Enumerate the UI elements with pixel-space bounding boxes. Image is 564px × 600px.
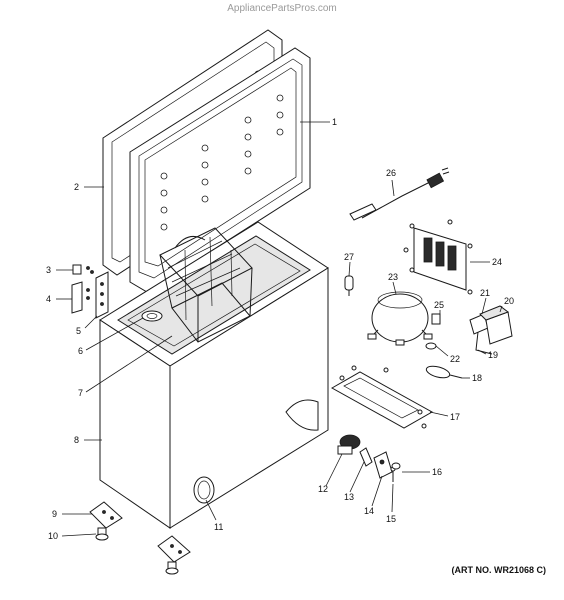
wire-basket (159, 227, 253, 343)
callout-18: 18 (472, 373, 482, 383)
compressor (367, 291, 433, 346)
light-switch (373, 451, 393, 479)
compressor-base-plate (330, 365, 434, 429)
callout-13: 13 (344, 492, 354, 502)
callout-10: 10 (48, 531, 58, 541)
fan-guard-grille (403, 219, 473, 295)
leg-bracket-bottom (157, 535, 191, 563)
hinge (95, 271, 109, 319)
lid-gasket (129, 47, 311, 293)
callout-24: 24 (492, 257, 502, 267)
hinge-bracket (71, 281, 90, 314)
thermostat (337, 434, 361, 455)
leg-bracket-left (89, 501, 123, 529)
power-cord (349, 167, 450, 221)
callout-20: 20 (504, 296, 514, 306)
thermostat-knob (141, 310, 163, 322)
callout-4: 4 (46, 294, 51, 304)
callout-23: 23 (388, 272, 398, 282)
gasket-dimple-pattern (160, 94, 284, 231)
callout-15: 15 (386, 514, 396, 524)
freezer-cabinet (99, 221, 329, 529)
callout-1: 1 (332, 117, 337, 127)
hinge-cover (72, 264, 94, 275)
mounting-grommet (431, 313, 441, 325)
callout-16: 16 (432, 467, 442, 477)
callout-12: 12 (318, 484, 328, 494)
callout-3: 3 (46, 265, 51, 275)
cabinet-vent-opening (285, 399, 319, 431)
callout-27: 27 (344, 252, 354, 262)
callout-22: 22 (450, 354, 460, 364)
callout-8: 8 (74, 435, 79, 445)
callout-17: 17 (450, 412, 460, 422)
compressor-grommet (425, 342, 437, 350)
relay-bracket (475, 331, 493, 355)
callout-6: 6 (78, 346, 83, 356)
callout-19: 19 (488, 350, 498, 360)
callout-leaders (56, 121, 503, 537)
callout-26: 26 (386, 168, 396, 178)
switch-mount (391, 462, 401, 470)
leveling-leg-bottom (165, 561, 179, 575)
callout-9: 9 (52, 509, 57, 519)
site-watermark: AppliancePartsPros.com (227, 3, 337, 14)
callout-5: 5 (76, 326, 81, 336)
filter-drier (425, 365, 463, 379)
leveling-leg-left (95, 527, 109, 541)
callout-21: 21 (480, 288, 490, 298)
callout-25: 25 (434, 300, 444, 310)
drain-plug (193, 476, 215, 504)
thermostat-bracket (359, 447, 373, 467)
relay-plug (344, 275, 354, 296)
art-number-label: (ART NO. WR21068 C) (451, 565, 546, 575)
callout-labels: 1 2 3 4 5 6 7 8 9 10 11 12 13 14 15 16 1… (46, 117, 514, 541)
callout-11: 11 (214, 522, 223, 532)
callout-2: 2 (74, 182, 79, 192)
callout-7: 7 (78, 388, 83, 398)
callout-14: 14 (364, 506, 374, 516)
